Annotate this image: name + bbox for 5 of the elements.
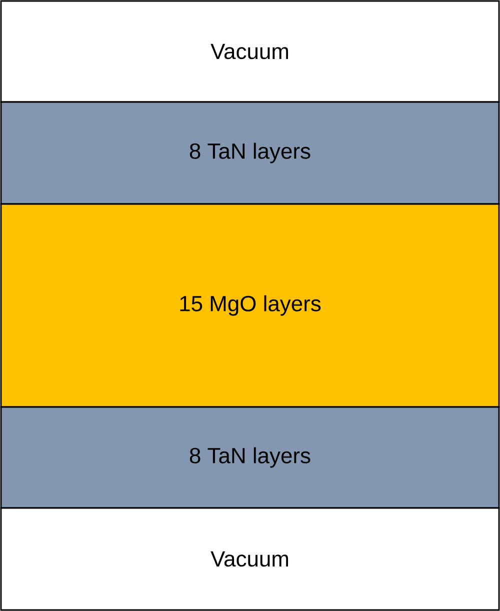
mgo-layer: 15 MgO layers xyxy=(0,203,500,408)
tan-layer: 8 TaN layers xyxy=(0,406,500,509)
tan-layer: 8 TaN layers xyxy=(0,101,500,205)
vacuum-layer: Vacuum xyxy=(0,0,500,103)
vacuum-layer: Vacuum xyxy=(0,507,500,611)
